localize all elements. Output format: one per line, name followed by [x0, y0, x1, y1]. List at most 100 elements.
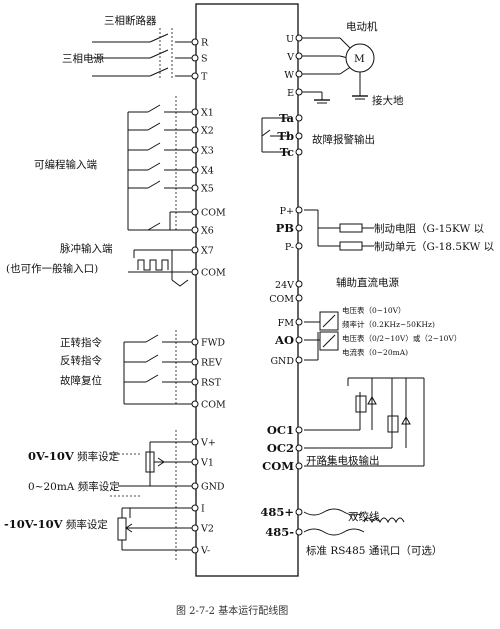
terminal-label-right: Ta: [279, 111, 294, 125]
terminal-label-right: U: [286, 34, 294, 45]
right-terminal-block: UVWETaTbTcP+PBP-24VCOMFMAOGNDOC1OC2COM48…: [260, 34, 303, 539]
terminal-com-left: [191, 400, 199, 408]
figure-caption: 图 2-7-2 基本运行配线图: [176, 604, 288, 617]
twisted-label: 双绞线: [348, 510, 380, 523]
terminal-v--left: [191, 546, 199, 554]
terminal-label-right: P+: [280, 206, 294, 217]
terminal-label-left: R: [201, 38, 209, 49]
terminal-rev-left: [191, 358, 199, 366]
terminal-label-right: OC1: [267, 423, 294, 437]
motor-m-label: M: [354, 53, 365, 65]
pulse-note-label: (也可作一般输入口): [6, 262, 98, 275]
terminal-v+-left: [191, 438, 199, 446]
terminal-label-right: Tc: [280, 145, 294, 159]
terminal-ta-right: [295, 114, 303, 122]
terminal-x4-left: [191, 166, 199, 174]
rs485-label: 标准 RS485 通讯口（可选）: [306, 544, 442, 557]
terminal-p--right: [295, 242, 303, 250]
fault-out-label: 故障报警输出: [312, 133, 375, 146]
terminal-x5-left: [191, 184, 199, 192]
terminal-label-left: T: [201, 72, 208, 83]
terminal-24v-right: [295, 280, 303, 288]
pulse-input-section: 脉冲输入端 (也可作一般输入口): [6, 242, 192, 287]
terminal-label-right: COM: [269, 294, 294, 305]
braking-section: 制动电阻（G-15KW 以 制动单元（G-18.5KW 以: [304, 209, 495, 253]
terminal-485--right: [295, 528, 303, 536]
terminal-com-right: [295, 294, 303, 302]
terminal-com-left: [191, 208, 199, 216]
terminal-label-right: P-: [285, 242, 294, 253]
terminal-label-left: I: [201, 504, 205, 515]
brake-resistor-icon: [339, 223, 363, 233]
terminal-t-left: [191, 72, 199, 80]
fwd-cmd-label: 正转指令: [60, 336, 102, 349]
terminal-label-right: 485-: [265, 525, 294, 539]
terminal-x6-left: [191, 226, 199, 234]
terminal-485+-right: [295, 508, 303, 516]
terminal-fwd-left: [191, 338, 199, 346]
terminal-label-left: X4: [201, 166, 214, 177]
voltmeter2-label: 电压表（0/2~10V）或（2~10V）: [342, 333, 461, 343]
set-v2-label: -10V-10V 频率设定: [4, 517, 108, 531]
terminal-label-left: REV: [201, 358, 222, 369]
terminal-label-left: GND: [201, 482, 225, 493]
terminal-label-left: X6: [201, 226, 214, 237]
aux-power-label: 辅助直流电源: [336, 276, 399, 289]
terminal-label-right: V: [286, 52, 294, 63]
prog-input-label: 可编程输入端: [34, 158, 97, 171]
freq-meter-label: 频率计（0.2KHz~50KHz): [342, 319, 435, 329]
terminal-i-left: [191, 504, 199, 512]
terminal-tc-right: [295, 148, 303, 156]
left-terminal-block: RSTX1X2X3X4X5COMX6X7COMFWDREVRSTCOMV+V1G…: [191, 38, 226, 557]
terminal-com-left: [191, 268, 199, 276]
terminal-com-right: [295, 462, 303, 470]
run-command-section: 正转指令 反转指令 故障复位: [60, 330, 192, 405]
terminal-label-left: X1: [201, 108, 214, 119]
relay-coil1-icon: [355, 395, 367, 413]
terminal-rst-left: [191, 378, 199, 386]
terminal-x3-left: [191, 146, 199, 154]
power-input-section: 三相断路器 三相电源: [62, 14, 192, 80]
terminal-u-right: [295, 34, 303, 42]
terminal-x2-left: [191, 126, 199, 134]
terminal-s-left: [191, 54, 199, 62]
fault-reset-label: 故障复位: [60, 374, 102, 387]
motor-label: 电动机: [346, 20, 378, 33]
terminal-x1-left: [191, 108, 199, 116]
terminal-label-right: W: [284, 70, 294, 81]
terminal-tb-right: [295, 132, 303, 140]
terminal-label-left: X5: [201, 184, 214, 195]
terminal-pb-right: [295, 224, 303, 232]
terminal-label-right: 24V: [275, 280, 294, 291]
prog-input-section: 可编程输入端: [34, 96, 192, 231]
terminal-p+-right: [295, 206, 303, 214]
fault-relay-section: 故障报警输出: [261, 117, 375, 153]
meter-fm-icon: [319, 311, 339, 331]
rev-cmd-label: 反转指令: [60, 354, 102, 367]
terminal-label-right: OC2: [267, 441, 294, 455]
terminal-label-left: V+: [200, 438, 216, 449]
terminal-gnd-left: [191, 482, 199, 490]
terminal-fm-right: [295, 318, 303, 326]
terminal-label-right: 485+: [260, 505, 294, 519]
ammeter-label: 电流表（0~20mA): [342, 347, 408, 357]
terminal-label-left: COM: [201, 208, 226, 219]
voltmeter-label: 电压表（0~10V）: [342, 305, 406, 315]
brake-unit-label: 制动单元（G-18.5KW 以: [374, 240, 495, 253]
oc-output-section: 开路集电极输出: [304, 377, 425, 467]
terminal-label-left: V2: [200, 524, 214, 535]
terminal-gnd-right: [295, 356, 303, 364]
brake-res-label: 制动电阻（G-15KW 以: [374, 222, 485, 235]
power-label: 三相电源: [62, 52, 104, 65]
meter-section: 电压表（0~10V） 频率计（0.2KHz~50KHz) 电压表（0/2~10V…: [304, 305, 461, 361]
brake-unit-icon: [339, 241, 363, 251]
terminal-oc1-right: [295, 426, 303, 434]
ground-label: 接大地: [372, 94, 404, 107]
terminal-label-right: GND: [270, 356, 294, 367]
rs485-section: 双绞线 标准 RS485 通讯口（可选）: [303, 508, 442, 557]
oc-out-label: 开路集电极输出: [306, 454, 380, 467]
set-v1-label: 0V-10V 频率设定: [28, 449, 120, 463]
terminal-label-left: FWD: [201, 338, 225, 349]
motor-section: M 电动机 接大地: [302, 20, 404, 107]
